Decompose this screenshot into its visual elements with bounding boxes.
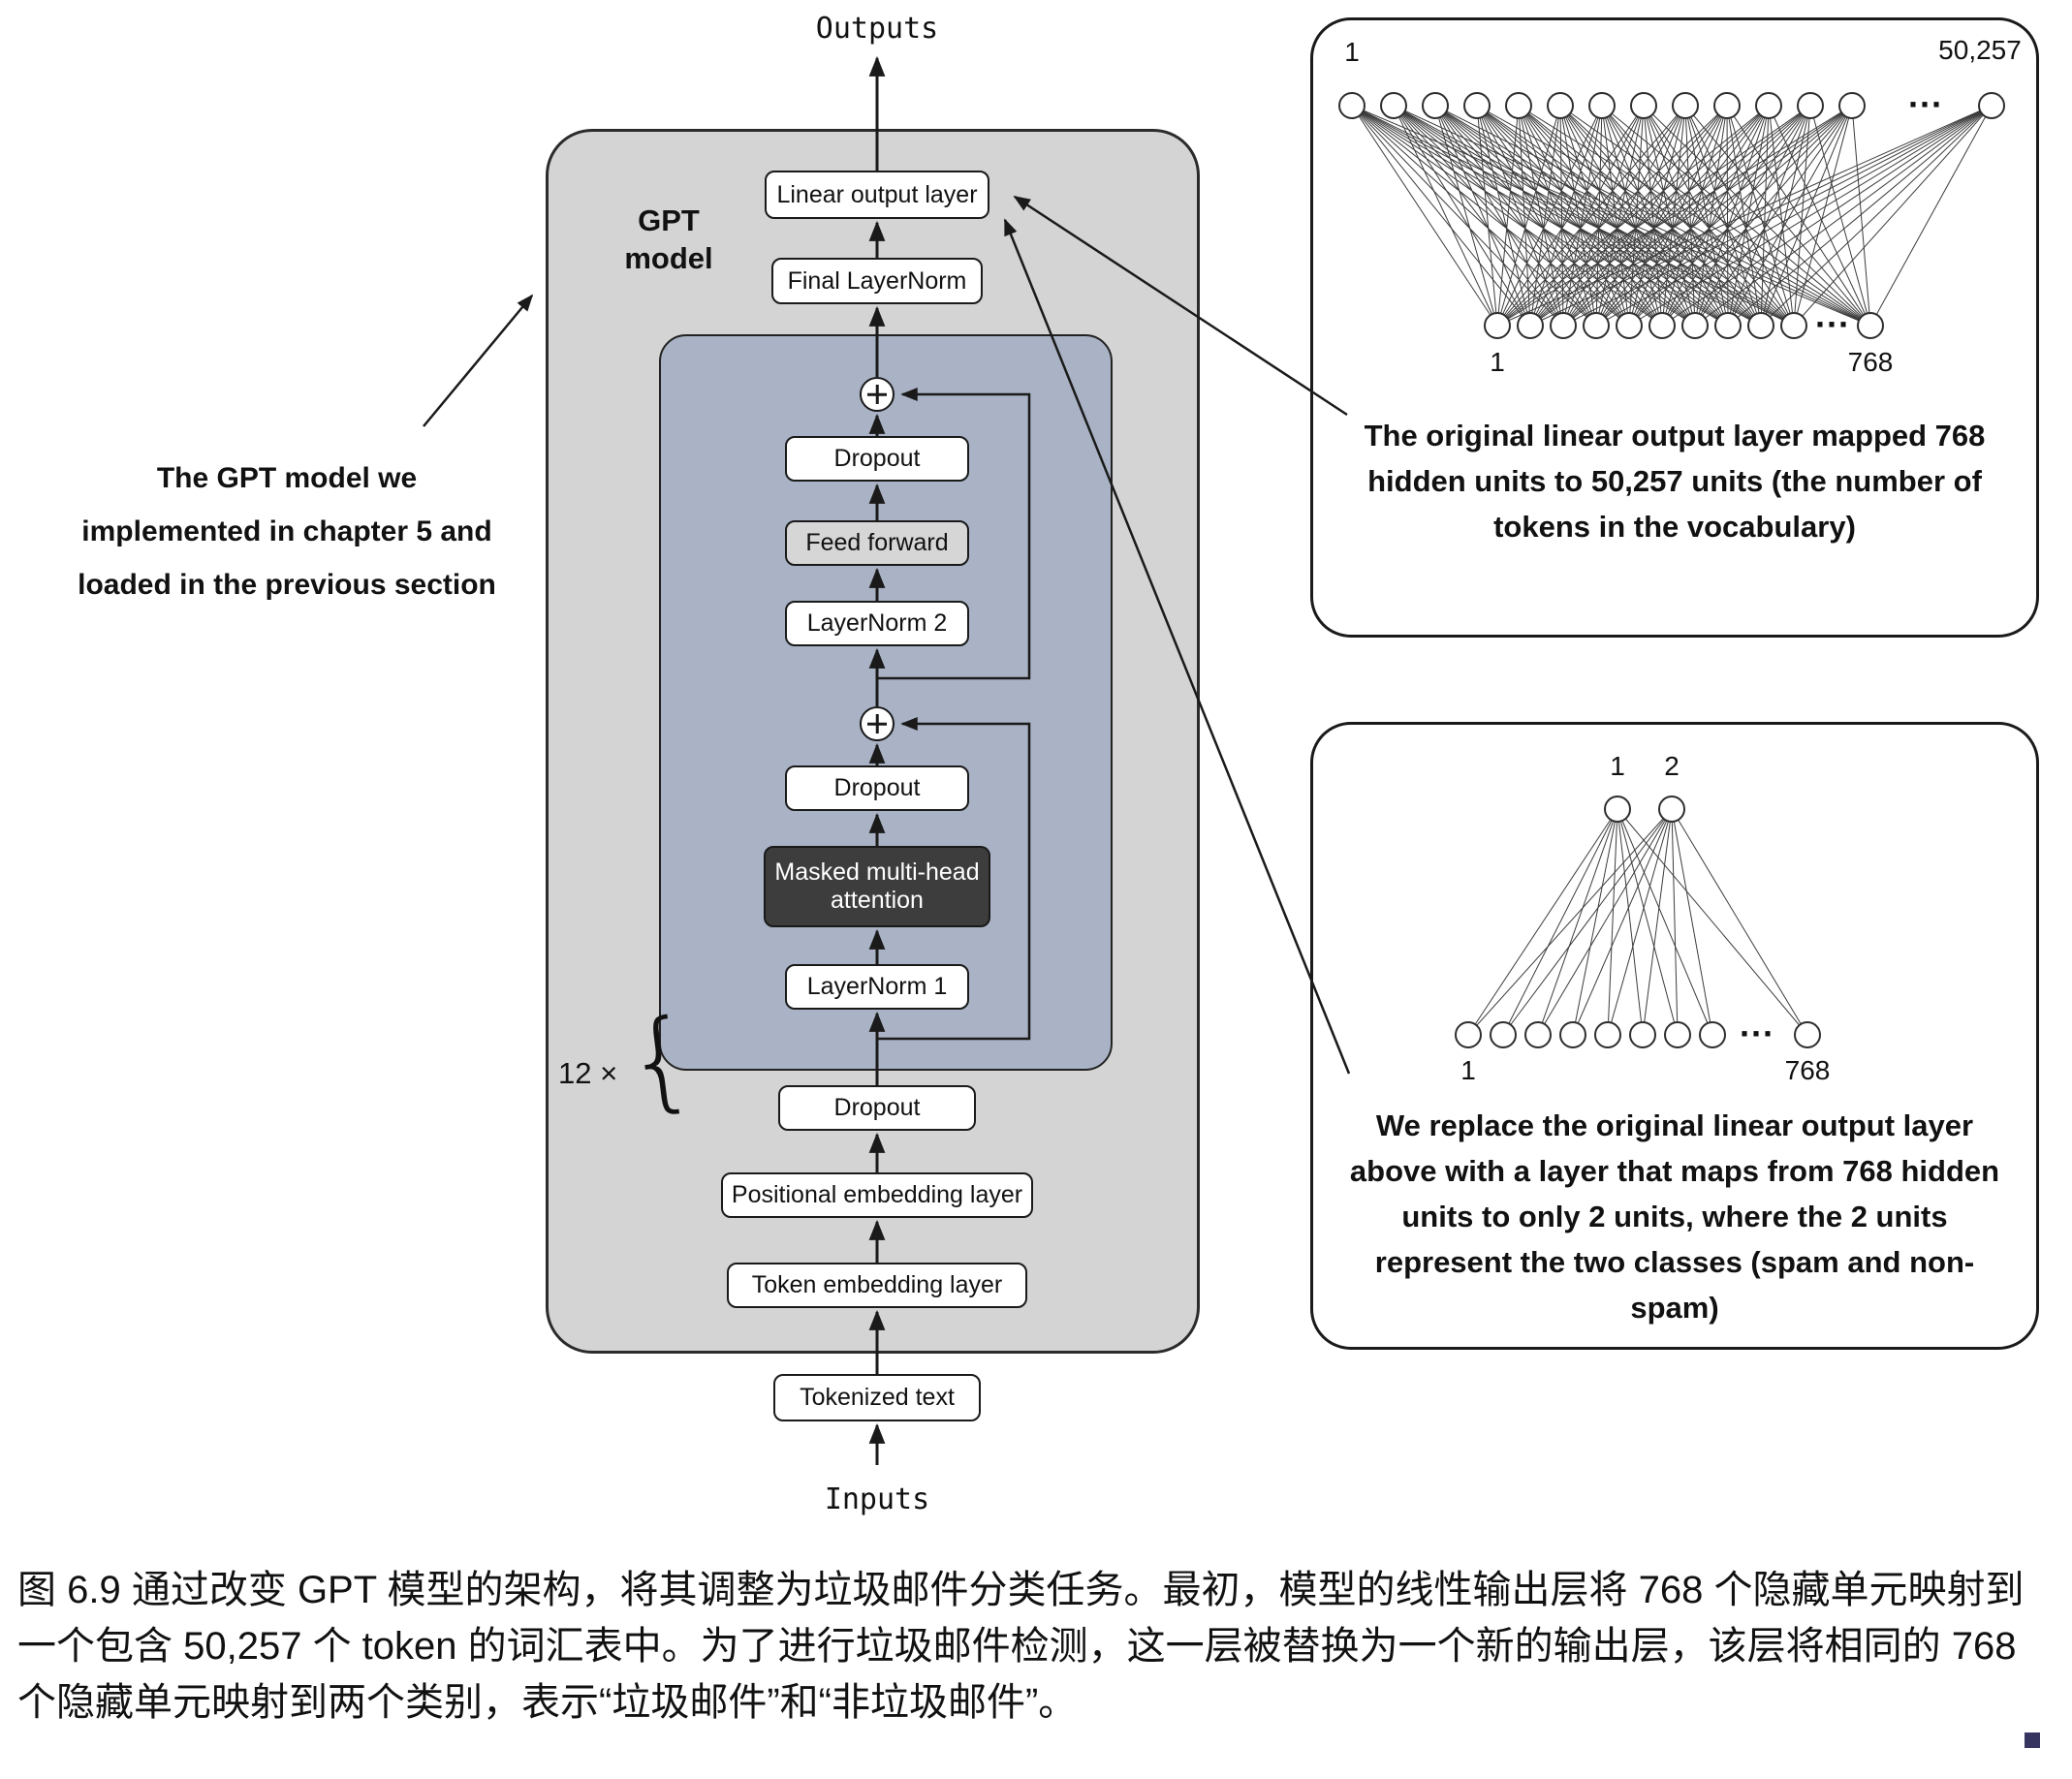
inputs-label: Inputs xyxy=(824,1482,930,1516)
feed-forward-box: Feed forward xyxy=(785,520,969,566)
layernorm1-box: LayerNorm 1 xyxy=(785,964,969,1010)
svg-text:1: 1 xyxy=(1460,1055,1476,1085)
left-annotation-text: The GPT model we implemented in chapter … xyxy=(78,462,496,601)
residual-add-icon-bottom xyxy=(860,706,895,741)
original-output-layer-panel: ··· ··· 1 50,257 1 768 The original linear ou… xyxy=(1310,17,2039,638)
final-layernorm-box: Final LayerNorm xyxy=(771,258,983,304)
svg-text:768: 768 xyxy=(1785,1055,1831,1085)
svg-text:1: 1 xyxy=(1610,751,1625,781)
original-output-layer-caption: The original linear output layer mapped … xyxy=(1364,419,1986,544)
text-cursor xyxy=(2025,1732,2040,1748)
masked-attention-box: Masked multi-head attention xyxy=(764,846,990,927)
dropout-box-bottom: Dropout xyxy=(778,1085,976,1131)
svg-text:768: 768 xyxy=(1848,347,1894,377)
original-output-layer-network: ··· ··· 1 50,257 1 768 xyxy=(1338,35,2022,377)
residual-add-icon-top xyxy=(860,377,895,412)
gpt-model-title: GPT model xyxy=(624,203,713,275)
svg-text:···: ··· xyxy=(1908,84,1943,124)
svg-text:2: 2 xyxy=(1664,751,1680,781)
svg-text:···: ··· xyxy=(1740,1014,1774,1053)
svg-text:···: ··· xyxy=(1815,304,1850,344)
svg-text:50,257: 50,257 xyxy=(1938,35,2022,65)
replacement-output-layer-caption: We replace the original linear output la… xyxy=(1349,1108,2000,1325)
svg-text:1: 1 xyxy=(1344,37,1360,67)
token-embedding-box: Token embedding layer xyxy=(727,1263,1027,1308)
outputs-label: Outputs xyxy=(815,12,939,46)
linear-output-layer-box: Linear output layer xyxy=(765,171,989,219)
repeat-12x-label: 12 × xyxy=(558,1056,618,1090)
dropout-box-top: Dropout xyxy=(785,436,969,482)
figure-caption: 图 6.9 通过改变 GPT 模型的架构，将其调整为垃圾邮件分类任务。最初，模型… xyxy=(17,1569,2025,1724)
positional-embedding-box: Positional embedding layer xyxy=(721,1172,1033,1218)
dropout-box-mid: Dropout xyxy=(785,765,969,811)
svg-text:1: 1 xyxy=(1490,347,1505,377)
layernorm2-box: LayerNorm 2 xyxy=(785,601,969,646)
tokenized-text-box: Tokenized text xyxy=(773,1374,981,1421)
replacement-output-layer-panel: ··· 1 2 1 768 We replace the original linear… xyxy=(1310,722,2039,1350)
replacement-output-layer-network: ··· 1 2 1 768 xyxy=(1455,751,1831,1085)
